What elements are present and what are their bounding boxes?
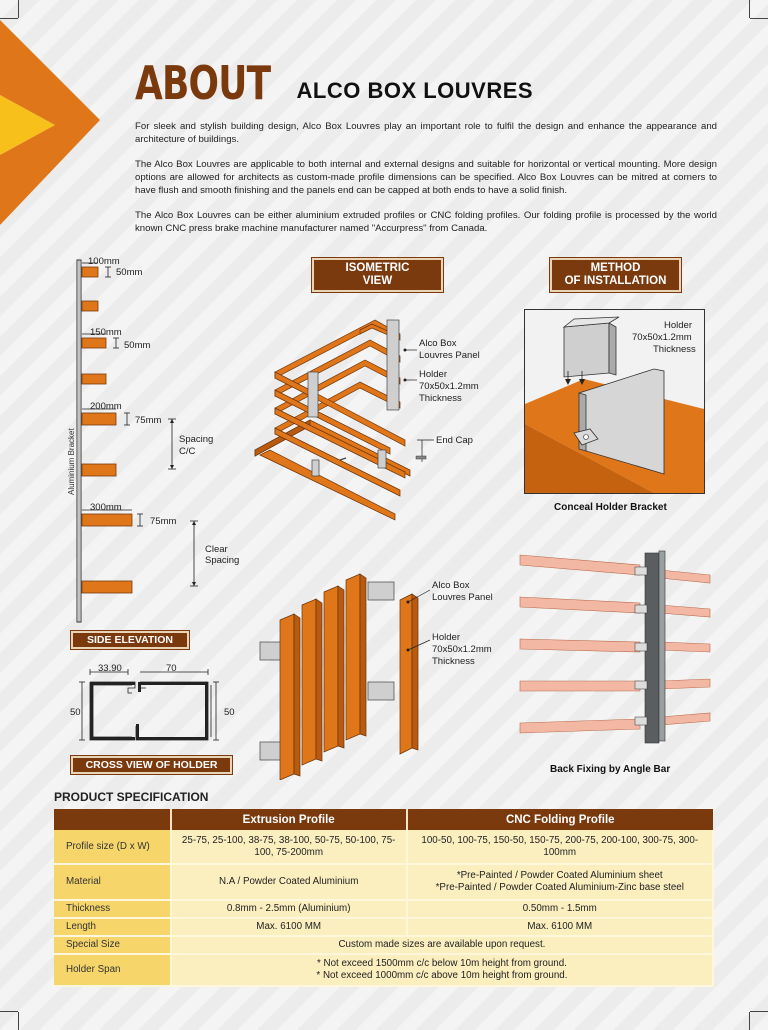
dimension-label: 50	[224, 707, 235, 718]
side-elevation-drawing: Aluminium Bracket	[67, 259, 198, 623]
table-cell: Max. 6100 MM	[170, 918, 408, 937]
crop-mark	[18, 0, 19, 18]
isometric-drawing	[254, 319, 411, 521]
spec-table: Extrusion Profile CNC Folding Profile Pr…	[54, 809, 715, 987]
isometric-view-label: ISOMETRIC VIEW	[311, 257, 444, 293]
isometric-label-line: VIEW	[362, 275, 393, 287]
dimension-label: 100mm	[88, 256, 120, 267]
end-cap-icon	[415, 439, 434, 462]
crop-mark	[0, 1011, 18, 1012]
installation-label-line: METHOD	[590, 262, 641, 274]
table-cell: 0.50mm - 1.5mm	[406, 900, 714, 919]
callout-lines	[406, 589, 431, 652]
intro-paragraph: The Alco Box Louvres can be either alumi…	[135, 210, 717, 235]
row-label: Holder Span	[54, 954, 172, 987]
installation-label-line: OF INSTALLATION	[564, 275, 667, 287]
cell-line: * Not exceed 1500mm c/c below 10m height…	[316, 958, 567, 969]
callout-label: Thickness	[432, 656, 475, 667]
table-row: Length Max. 6100 MM Max. 6100 MM	[54, 918, 714, 937]
row-label: Special Size	[54, 936, 172, 955]
table-cell: *Pre-Painted / Powder Coated Aluminium s…	[406, 864, 714, 901]
installation-method-label: METHOD OF INSTALLATION	[549, 257, 682, 293]
cross-view-label-text: CROSS VIEW OF HOLDER	[85, 759, 218, 771]
table-cell: * Not exceed 1500mm c/c below 10m height…	[170, 954, 715, 987]
back-fixing-drawing	[519, 550, 711, 744]
callout-label: Holder	[664, 320, 692, 331]
callout-lines	[403, 348, 417, 382]
table-row: Material N.A / Powder Coated Aluminium *…	[54, 864, 714, 901]
table-header-cnc: CNC Folding Profile	[406, 809, 713, 830]
dimension-label: Clear	[205, 544, 228, 555]
isometric-label-line: ISOMETRIC	[345, 262, 410, 274]
dimension-label: 75mm	[135, 415, 162, 426]
table-cell: 100-50, 100-75, 150-50, 150-75, 200-75, …	[406, 830, 714, 865]
table-row: Thickness 0.8mm - 2.5mm (Aluminium) 0.50…	[54, 900, 714, 919]
dimension-label: 33.90	[98, 663, 122, 674]
callout-label: Alco Box	[419, 338, 457, 349]
about-heading: ABOUT	[135, 56, 271, 110]
spec-title: PRODUCT SPECIFICATION	[54, 790, 209, 804]
dimension-label: C/C	[179, 446, 196, 457]
installation-drawing	[524, 309, 705, 494]
cell-line: *Pre-Painted / Powder Coated Aluminium-Z…	[435, 882, 684, 893]
callout-label: Alco Box	[432, 580, 470, 591]
table-cell: Custom made sizes are available upon req…	[170, 936, 715, 955]
intro-paragraph: For sleek and stylish building design, A…	[135, 121, 717, 146]
callout-label: Louvres Panel	[432, 592, 493, 603]
table-header-extrusion: Extrusion Profile	[170, 809, 408, 830]
row-label: Length	[54, 918, 172, 937]
dimension-label: 50mm	[124, 340, 151, 351]
dimension-label: Spacing	[179, 434, 214, 445]
bracket-label: Aluminium Bracket	[67, 428, 76, 495]
intro-paragraph: The Alco Box Louvres are applicable to b…	[135, 159, 717, 197]
chevron-decoration	[0, 20, 100, 225]
side-elevation-label: SIDE ELEVATION	[70, 630, 190, 650]
table-row: Profile size (D x W) 25-75, 25-100, 38-7…	[54, 830, 714, 865]
back-fixing-caption: Back Fixing by Angle Bar	[550, 764, 671, 775]
table-header-row: Extrusion Profile CNC Folding Profile	[54, 809, 713, 830]
callout-label: Holder	[432, 632, 460, 643]
table-cell: 0.8mm - 2.5mm (Aluminium)	[170, 900, 408, 919]
callout-label: 70x50x1.2mm	[419, 381, 479, 392]
cell-line: *Pre-Painted / Powder Coated Aluminium s…	[456, 870, 663, 881]
table-row: Special Size Custom made sizes are avail…	[54, 936, 715, 955]
dimension-label: 300mm	[90, 502, 122, 513]
table-cell: N.A / Powder Coated Aluminium	[170, 864, 408, 901]
crop-mark	[750, 1011, 768, 1012]
installation-caption: Conceal Holder Bracket	[554, 502, 667, 513]
cell-line: * Not exceed 1000mm c/c above 10m height…	[316, 970, 568, 981]
callout-label: 70x50x1.2mm	[432, 644, 492, 655]
crop-mark	[749, 1012, 750, 1030]
table-header-blank	[54, 809, 172, 830]
dimension-label: 200mm	[90, 401, 122, 412]
table-cell: Max. 6100 MM	[406, 918, 714, 937]
crop-mark	[18, 1012, 19, 1030]
callout-label: End Cap	[436, 435, 473, 446]
vertical-louvres-drawing	[259, 573, 419, 780]
dimension-label: 150mm	[90, 327, 122, 338]
callout-label: Thickness	[419, 393, 462, 404]
callout-label: Louvres Panel	[419, 350, 480, 361]
cross-view-label: CROSS VIEW OF HOLDER	[70, 755, 233, 775]
page-title: ABOUT ALCO BOX LOUVRES	[135, 60, 533, 106]
cross-view-drawing	[79, 669, 219, 741]
crop-mark	[0, 18, 18, 19]
callout-label: Thickness	[653, 344, 696, 355]
callout-label: 70x50x1.2mm	[632, 332, 692, 343]
dimension-label: 70	[166, 663, 177, 674]
dimension-label: 50mm	[116, 267, 143, 278]
row-label: Profile size (D x W)	[54, 830, 172, 865]
dimension-label: Spacing	[205, 555, 240, 566]
dimension-label: 50	[70, 707, 81, 718]
row-label: Thickness	[54, 900, 172, 919]
crop-mark	[750, 18, 768, 19]
table-cell: 25-75, 25-100, 38-75, 38-100, 50-75, 50-…	[170, 830, 408, 865]
callout-label: Holder	[419, 369, 447, 380]
crop-mark	[749, 0, 750, 18]
row-label: Material	[54, 864, 172, 901]
table-row: Holder Span * Not exceed 1500mm c/c belo…	[54, 954, 715, 987]
product-title: ALCO BOX LOUVRES	[296, 78, 534, 103]
dimension-label: 75mm	[150, 516, 177, 527]
